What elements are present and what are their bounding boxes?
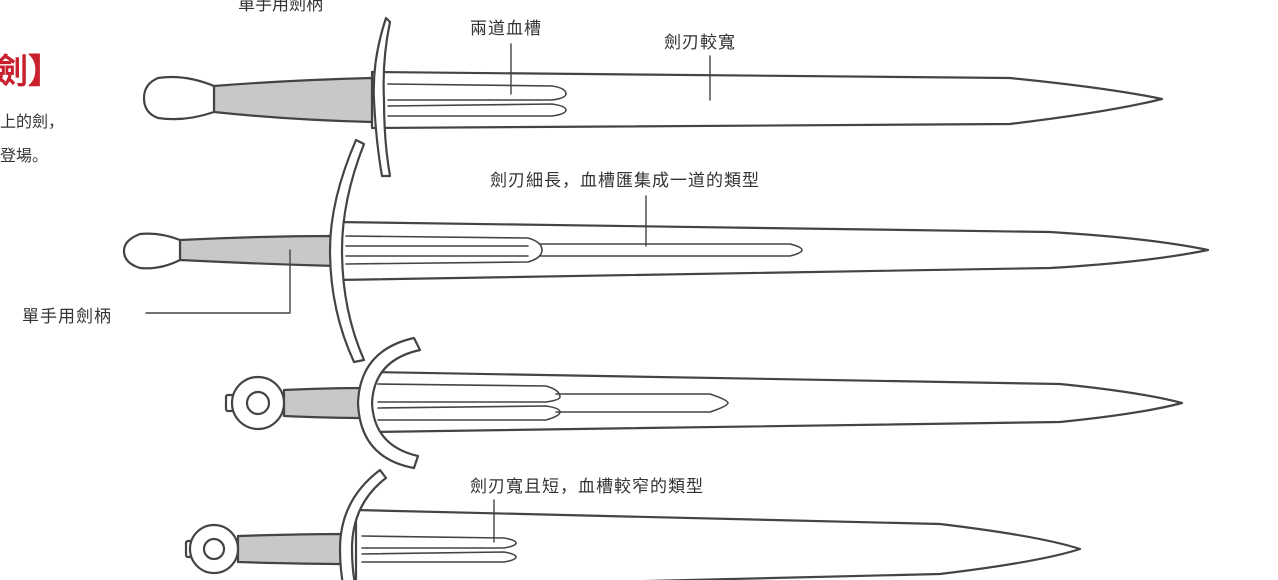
sword-2-fullers xyxy=(345,235,803,265)
sword-1-blade xyxy=(370,70,1164,130)
sword-1-pommel xyxy=(142,75,216,121)
sword-3-grip xyxy=(282,386,368,420)
label-one-hand-grip: 單手用劍柄 xyxy=(22,307,112,327)
sword-2-grip xyxy=(178,234,338,268)
sword-3 xyxy=(224,336,1184,470)
sword-2-blade xyxy=(334,220,1210,282)
sword-4-grip xyxy=(236,532,348,566)
sword-2 xyxy=(122,138,1210,364)
description-line-1: 上的劍， xyxy=(0,112,65,131)
label-wide-short-blade: 劍刃寬且短，血槽較窄的類型 xyxy=(470,477,704,497)
sword-1 xyxy=(142,16,1164,178)
sword-4-fullers xyxy=(361,535,517,563)
sword-1-grip xyxy=(212,76,374,124)
top-cut-label: 單手用劍柄 xyxy=(238,0,323,15)
label-slender-blade: 劍刃細長，血槽匯集成一道的類型 xyxy=(490,171,760,191)
sword-4-crossguard xyxy=(338,468,388,580)
section-title: 劍】 xyxy=(0,52,62,92)
sword-2-crossguard xyxy=(328,138,366,364)
label-wider-blade: 劍刃較寬 xyxy=(664,33,736,53)
sword-3-crossguard xyxy=(356,336,422,470)
label-two-fullers: 兩道血槽 xyxy=(470,19,542,39)
sword-2-leader-grip xyxy=(145,249,291,314)
sword-3-fullers xyxy=(377,383,729,421)
description-line-2: 登場。 xyxy=(0,146,49,165)
sword-1-fullers xyxy=(387,83,567,117)
sword-1-crossguard xyxy=(372,16,392,178)
sword-3-blade xyxy=(368,370,1184,434)
sword-4-pommel xyxy=(184,523,240,575)
sword-4-blade xyxy=(354,508,1082,580)
sword-2-pommel xyxy=(122,232,182,270)
sword-3-pommel xyxy=(224,375,286,431)
sword-4 xyxy=(184,468,1082,580)
